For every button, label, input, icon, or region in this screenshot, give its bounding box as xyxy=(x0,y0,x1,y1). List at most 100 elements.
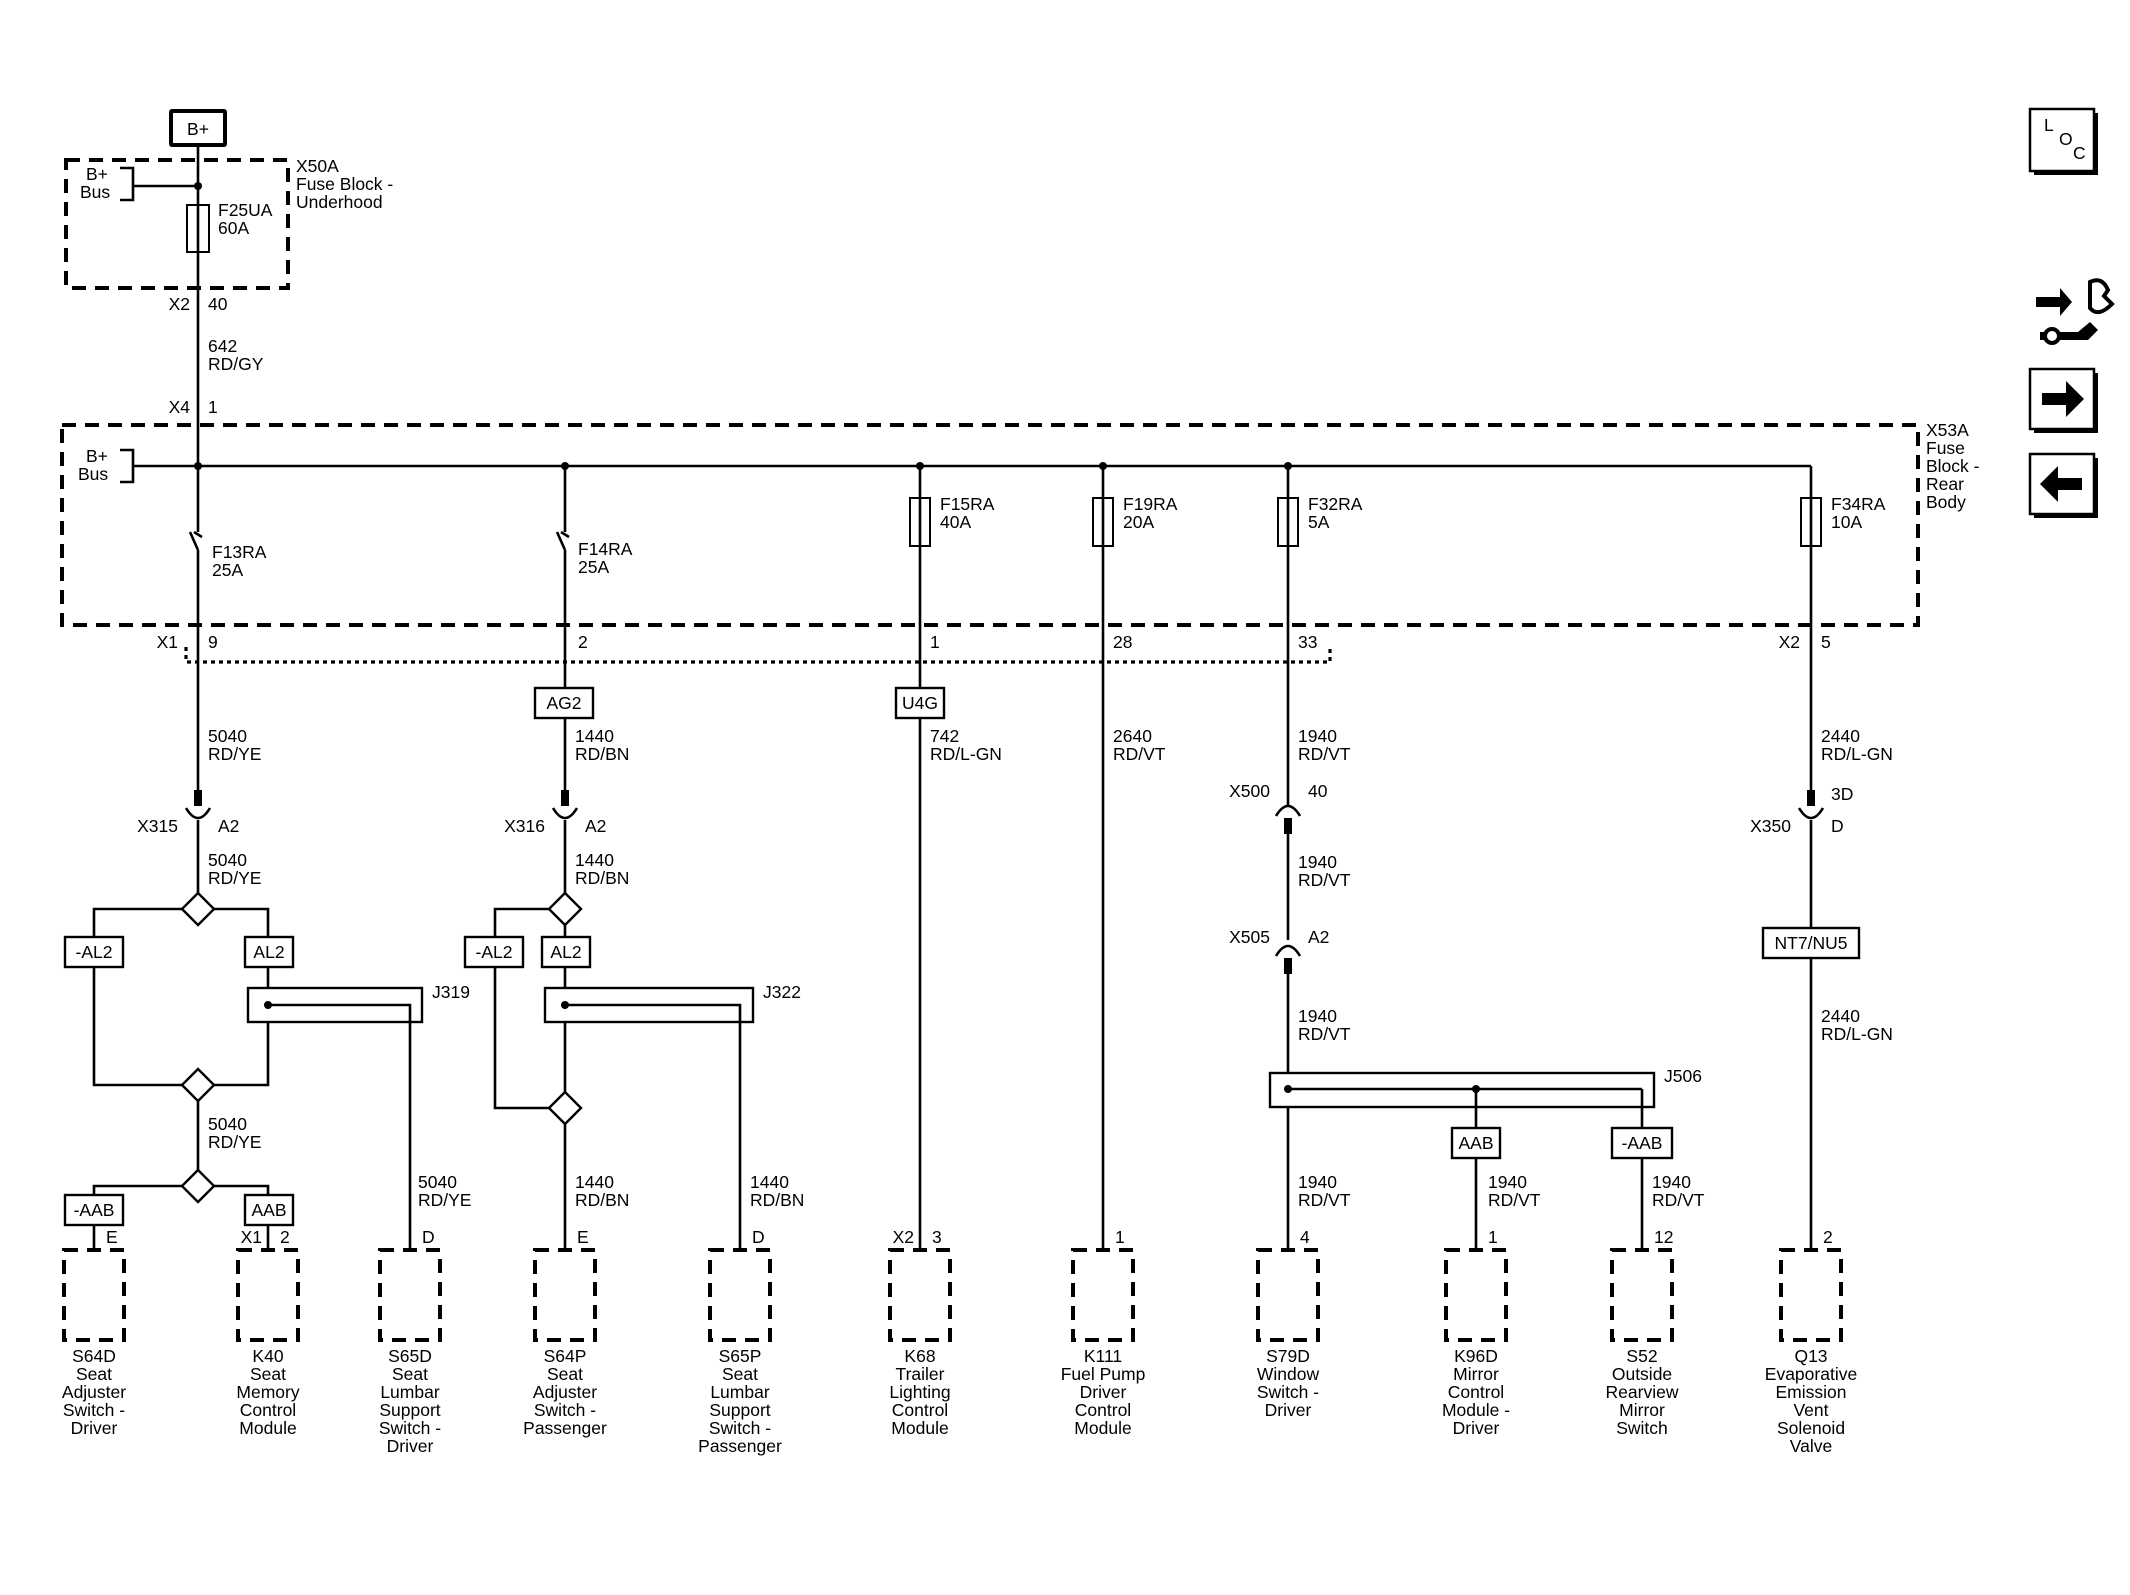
fuse-f34ra-rating: 10A xyxy=(1831,512,1862,532)
battery-source: B+ xyxy=(169,109,227,147)
label-wires-w2640-color: RD/VT xyxy=(1113,744,1166,764)
component-outline xyxy=(533,1248,597,1342)
wire-5040-top xyxy=(188,466,200,792)
fuse-f34ra-name: F34RA xyxy=(1831,494,1886,514)
inline-x505-pin: A2 xyxy=(1308,927,1329,947)
component-pin: 3 xyxy=(932,1227,942,1247)
fuse-block-rear-line3: Rear xyxy=(1926,474,1964,494)
component-label-line: Seat xyxy=(722,1364,758,1384)
label-wires-w742-color: RD/L-GN xyxy=(930,744,1002,764)
component-label-line: S79D xyxy=(1266,1346,1310,1366)
inline-x316-pin: A2 xyxy=(585,816,606,836)
pin-x1-conn: X1 xyxy=(157,632,178,652)
fuse-f14ra-rating: 25A xyxy=(578,557,609,577)
arrow-left-icon xyxy=(2040,466,2082,502)
pin-x2-5: 5 xyxy=(1821,632,1831,652)
label-wires-w2440b-color: RD/L-GN xyxy=(1821,1024,1893,1044)
label-wires-w1440d-color: RD/BN xyxy=(750,1190,804,1210)
option-al2-neg-1: -AL2 xyxy=(76,942,113,962)
label-wires-w1940c-color: RD/VT xyxy=(1298,1024,1351,1044)
component-label-line: Module xyxy=(891,1418,948,1438)
label-nav-loc_c: C xyxy=(2073,143,2086,163)
component-label-line: Driver xyxy=(1265,1400,1312,1420)
component-label-line: Passenger xyxy=(698,1436,782,1456)
label-nav-loc_o: O xyxy=(2059,129,2073,149)
label-wires-w1940a-color: RD/VT xyxy=(1298,744,1351,764)
wire-642-color: RD/GY xyxy=(208,354,264,374)
pin-x4-conn: X4 xyxy=(169,397,191,417)
fuse-f32ra-name: F32RA xyxy=(1308,494,1363,514)
component-label-line: S65D xyxy=(388,1346,432,1366)
component-label-line: S65P xyxy=(719,1346,762,1366)
fuse-block-underhood-id: X50A xyxy=(296,156,339,176)
inline-x315-name: X315 xyxy=(137,816,178,836)
label-wires-w5040c-circuit: 5040 xyxy=(208,1114,247,1134)
component-outline xyxy=(378,1248,442,1342)
inline-x505-name: X505 xyxy=(1229,927,1270,947)
component-outline xyxy=(62,1248,126,1342)
component-outline xyxy=(1610,1248,1674,1342)
component-label-line: Valve xyxy=(1790,1436,1832,1456)
label-wires-w5040d-circuit: 5040 xyxy=(418,1172,457,1192)
next-page-button[interactable] xyxy=(2028,367,2098,433)
fuse-f19ra-name: F19RA xyxy=(1123,494,1178,514)
component-label-line: Window xyxy=(1257,1364,1320,1384)
component-label-line: K68 xyxy=(904,1346,935,1366)
fuse-f13ra-rating: 25A xyxy=(212,560,243,580)
option-al2-neg-2: -AL2 xyxy=(476,942,513,962)
component-label-line: Outside xyxy=(1612,1364,1672,1384)
pin-x2-40: 40 xyxy=(208,294,228,314)
fuse-f25ua-name: F25UA xyxy=(218,200,273,220)
component-outline xyxy=(1071,1248,1135,1342)
component-label-line: Driver xyxy=(387,1436,434,1456)
pin-1: 1 xyxy=(930,632,940,652)
inline-x500-pin: 40 xyxy=(1308,781,1328,801)
label-wires-w1440c-circuit: 1440 xyxy=(575,1172,614,1192)
option-diamond-4 xyxy=(547,891,583,927)
pin-x2-conn: X2 xyxy=(169,294,190,314)
component-label-line: Lumbar xyxy=(710,1382,770,1402)
label-wires-w1940a-circuit: 1940 xyxy=(1298,726,1337,746)
rear-bus-label-top: B+ xyxy=(86,446,108,466)
fuse-f32ra-rating: 5A xyxy=(1308,512,1330,532)
schematic-tools-icon[interactable] xyxy=(2036,278,2115,345)
label-wires-w1940f-color: RD/VT xyxy=(1652,1190,1705,1210)
component-pin: E xyxy=(106,1227,118,1247)
component-outline xyxy=(888,1248,952,1342)
component-label-line: Seat xyxy=(250,1364,286,1384)
component-label-line: Lumbar xyxy=(380,1382,440,1402)
component-label-line: Control xyxy=(1448,1382,1504,1402)
label-wires-w5040b-color: RD/YE xyxy=(208,868,261,888)
option-diamond-5 xyxy=(547,1090,583,1126)
fuse-f25ua-rating: 60A xyxy=(218,218,249,238)
previous-page-button[interactable] xyxy=(2028,452,2098,518)
component-label-line: Evaporative xyxy=(1765,1364,1857,1384)
inline-x500-name: X500 xyxy=(1229,781,1270,801)
inline-x350-name: X350 xyxy=(1750,816,1791,836)
option-al2-2: AL2 xyxy=(550,942,581,962)
option-diamond-1 xyxy=(180,891,216,927)
component-label-line: Module xyxy=(1074,1418,1131,1438)
option-aab-neg-2: -AAB xyxy=(1622,1133,1663,1153)
label-wires-w1940d-circuit: 1940 xyxy=(1298,1172,1337,1192)
component-label-line: Switch - xyxy=(709,1418,771,1438)
label-wires-w5040b-circuit: 5040 xyxy=(208,850,247,870)
label-wires-w1440c-color: RD/BN xyxy=(575,1190,629,1210)
component-label-line: Switch - xyxy=(534,1400,596,1420)
option-u4g: U4G xyxy=(902,693,938,713)
fuse-f15ra-rating: 40A xyxy=(940,512,971,532)
bus-label-bottom: Bus xyxy=(80,182,110,202)
label-wires-w5040c-color: RD/YE xyxy=(208,1132,261,1152)
component-label-line: S64P xyxy=(544,1346,587,1366)
label-wires-w2640-circuit: 2640 xyxy=(1113,726,1152,746)
component-label-line: Driver xyxy=(1453,1418,1500,1438)
option-nt7-nu5: NT7/NU5 xyxy=(1775,933,1848,953)
component-label-line: Switch - xyxy=(379,1418,441,1438)
option-diamond-2 xyxy=(180,1067,216,1103)
inline-x350-pin-top: 3D xyxy=(1831,784,1853,804)
loc-button[interactable]: L O C xyxy=(2028,107,2098,175)
component-label-line: Fuel Pump xyxy=(1061,1364,1146,1384)
